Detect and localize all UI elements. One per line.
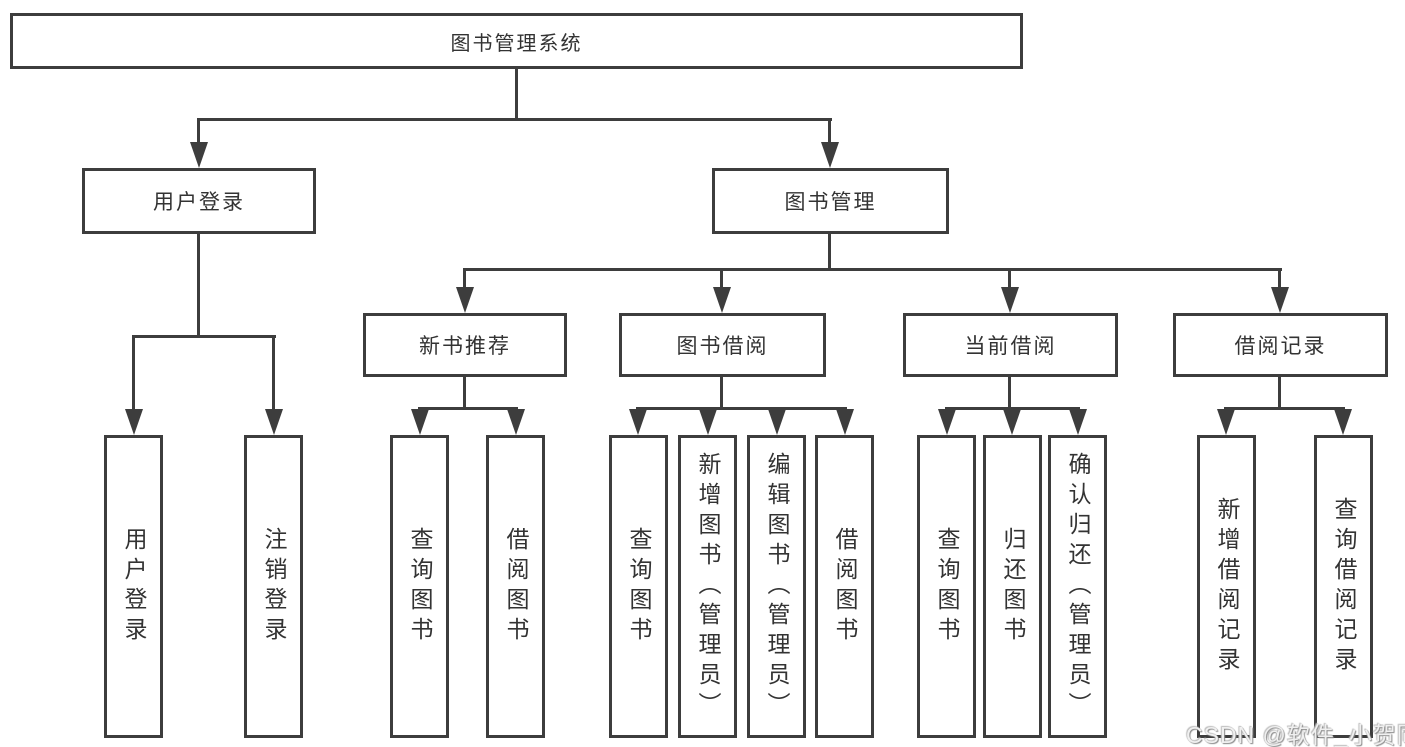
leaf-user-login: 用户登录 — [104, 435, 163, 738]
node-borrowing-records: 借阅记录 — [1173, 313, 1388, 377]
connector-root-horizontal — [197, 118, 832, 121]
arrow-down-icon — [1334, 409, 1352, 435]
node-book-management: 图书管理 — [712, 168, 949, 234]
connector-root-vertical — [515, 68, 518, 120]
arrow-down-icon — [836, 409, 854, 435]
node-book-borrowing: 图书借阅 — [619, 313, 826, 377]
connector-drop-logout-leaf — [272, 335, 275, 411]
arrow-down-icon — [938, 409, 956, 435]
node-new-book-recommendation: 新书推荐 — [363, 313, 567, 377]
arrow-down-icon — [1001, 287, 1019, 313]
leaf-borrow-query-books: 查询图书 — [609, 435, 668, 738]
arrow-down-icon — [411, 409, 429, 435]
leaf-records-query-record: 查询借阅记录 — [1314, 435, 1373, 738]
connector-drop-borrow — [720, 268, 723, 289]
connector-borrow-vertical — [720, 376, 723, 409]
leaf-label: 注销登录 — [261, 526, 287, 647]
leaf-label: 编辑图书（管理员） — [764, 451, 790, 722]
node-user-login: 用户登录 — [82, 168, 316, 234]
connector-newbook-vertical — [463, 376, 466, 409]
leaf-label: 用户登录 — [121, 526, 147, 647]
connector-current-horizontal — [945, 407, 1080, 410]
arrow-down-icon — [265, 409, 283, 435]
connector-records-horizontal — [1224, 407, 1345, 410]
arrow-down-icon — [507, 409, 525, 435]
connector-newbook-horizontal — [418, 407, 518, 410]
arrow-down-icon — [1271, 287, 1289, 313]
connector-mgmt-horizontal — [463, 268, 1282, 271]
arrow-down-icon — [699, 409, 717, 435]
connector-drop-user-login — [197, 118, 200, 146]
connector-drop-newbook — [463, 268, 466, 289]
connector-mgmt-vertical — [828, 233, 831, 270]
leaf-label: 查询借阅记录 — [1331, 496, 1357, 677]
leaf-label: 查询图书 — [626, 526, 652, 647]
leaf-label: 借阅图书 — [503, 526, 529, 647]
leaf-label: 新增借阅记录 — [1214, 496, 1240, 677]
connector-login-horizontal — [132, 335, 276, 338]
node-current-borrowing: 当前借阅 — [903, 313, 1118, 377]
arrow-down-icon — [629, 409, 647, 435]
leaf-borrow-add-books-admin: 新增图书（管理员） — [678, 435, 737, 738]
leaf-borrow-edit-books-admin: 编辑图书（管理员） — [747, 435, 806, 738]
connector-drop-book-management — [828, 118, 831, 146]
leaf-current-confirm-return-admin: 确认归还（管理员） — [1048, 435, 1107, 738]
arrow-down-icon — [768, 409, 786, 435]
leaf-label: 查询图书 — [407, 526, 433, 647]
arrow-down-icon — [821, 142, 839, 168]
leaf-newbook-query-books: 查询图书 — [390, 435, 449, 738]
connector-drop-records — [1278, 268, 1281, 289]
connector-records-vertical — [1278, 376, 1281, 409]
csdn-watermark: CSDN @软件_小贺同学 — [1186, 722, 1405, 747]
leaf-label: 归还图书 — [1000, 526, 1026, 647]
arrow-down-icon — [1069, 409, 1087, 435]
leaf-current-return-books: 归还图书 — [983, 435, 1042, 738]
arrow-down-icon — [456, 287, 474, 313]
leaf-newbook-borrow-books: 借阅图书 — [486, 435, 545, 738]
connector-login-vertical — [197, 233, 200, 337]
connector-drop-login-leaf — [132, 335, 135, 411]
node-library-management-system: 图书管理系统 — [10, 13, 1023, 69]
connector-current-vertical — [1008, 376, 1011, 409]
leaf-label: 借阅图书 — [832, 526, 858, 647]
arrow-down-icon — [1217, 409, 1235, 435]
leaf-borrow-borrow-books: 借阅图书 — [815, 435, 874, 738]
leaf-logout: 注销登录 — [244, 435, 303, 738]
connector-borrow-horizontal — [636, 407, 847, 410]
arrow-down-icon — [125, 409, 143, 435]
leaf-label: 查询图书 — [934, 526, 960, 647]
leaf-current-query-books: 查询图书 — [917, 435, 976, 738]
leaf-records-add-record: 新增借阅记录 — [1197, 435, 1256, 738]
arrow-down-icon — [190, 142, 208, 168]
connector-drop-current — [1008, 268, 1011, 289]
leaf-label: 确认归还（管理员） — [1065, 451, 1091, 722]
leaf-label: 新增图书（管理员） — [695, 451, 721, 722]
arrow-down-icon — [1003, 409, 1021, 435]
arrow-down-icon — [713, 287, 731, 313]
